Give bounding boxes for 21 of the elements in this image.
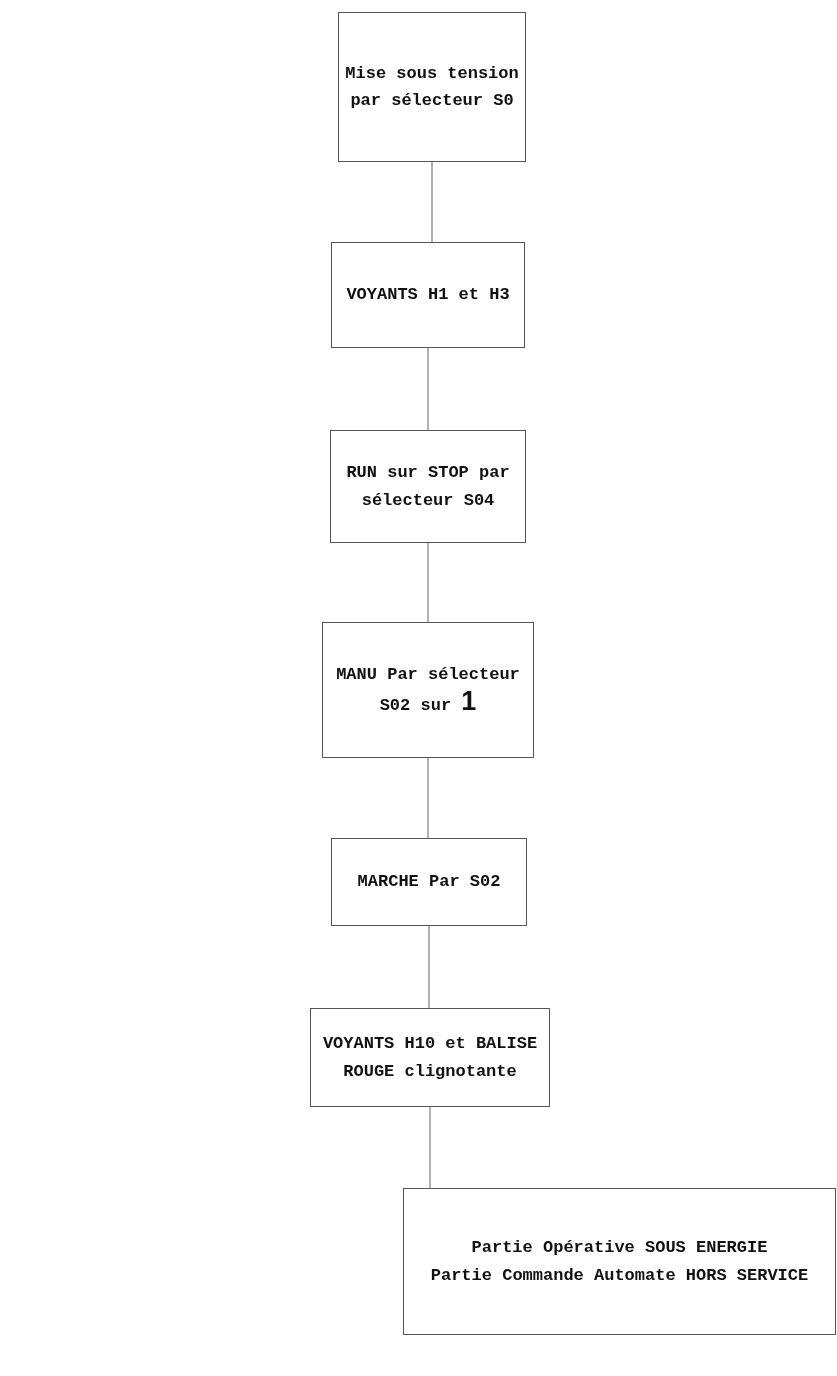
box-text: MARCHE Par S02 — [356, 871, 502, 894]
connector-line — [431, 161, 433, 243]
process-box — [331, 242, 525, 348]
box-text: RUN sur STOP par sélecteur S04 — [345, 462, 511, 512]
connector-line — [428, 925, 430, 1009]
process-box — [331, 838, 527, 926]
box-text: Partie Opérative SOUS ENERGIE — [470, 1237, 769, 1260]
process-box — [403, 1188, 836, 1335]
box-text: VOYANTS H10 et BALISE ROUGE clignotante — [321, 1033, 539, 1083]
box-text: VOYANTS H1 et H3 — [345, 284, 511, 307]
box-text: Mise sous tension par sélecteur S0 — [344, 62, 520, 112]
box-text: MANU Par sélecteur S02 sur 1 — [335, 663, 521, 718]
connector-line — [427, 542, 429, 623]
connector-line — [429, 1106, 431, 1189]
box-text: Partie Commande Automate HORS SERVICE — [429, 1264, 810, 1287]
process-box — [322, 622, 534, 758]
process-box — [310, 1008, 550, 1107]
process-box — [338, 12, 526, 162]
connector-line — [427, 757, 429, 839]
connector-line — [427, 347, 429, 431]
process-box — [330, 430, 526, 543]
